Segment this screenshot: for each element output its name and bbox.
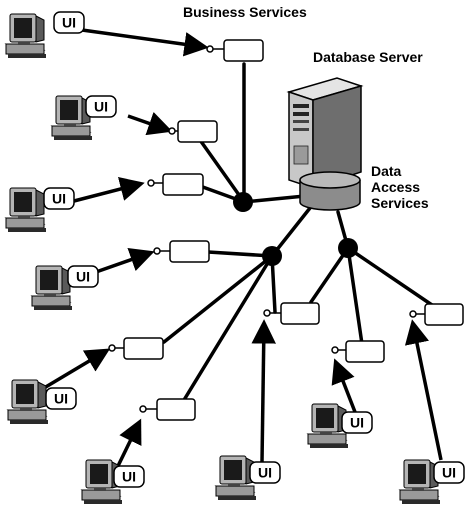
hub-3 [338,238,358,258]
client-7: UI [215,455,281,501]
database-cylinder-icon [299,171,361,211]
client-6: UI [81,459,145,505]
ui-bubble [341,411,373,434]
service-box-2 [168,120,218,143]
desktop-computer-icon [5,13,47,59]
client-workstations: UI UI UI UI UI UI UI UI UI [5,11,465,505]
data-access-services-label: Data Access Services [371,163,429,211]
ui-label: UI [52,191,66,207]
data-access-services-line-3: Services [371,195,429,211]
desktop-computer-icon [31,265,73,311]
client-4: UI [31,265,99,311]
hub-2 [262,246,282,266]
ui-label: UI [258,465,272,481]
client-8: UI [307,403,373,449]
desktop-computer-icon [5,187,47,233]
service-box-9 [409,303,464,326]
ui-bubble [433,461,465,484]
tower-server-icon [286,77,364,190]
database-server-label: Database Server [313,49,423,65]
service-box-4 [153,240,210,263]
ui-label: UI [76,269,90,285]
client-5: UI [7,379,77,425]
ui-label: UI [442,465,456,481]
client-9: UI [399,459,465,505]
ui-bubble [85,95,117,118]
network-links [162,62,434,402]
ui-label: UI [94,99,108,115]
ui-label: UI [54,391,68,407]
service-box-3 [147,173,204,196]
ui-bubble [249,461,281,484]
client-3: UI [5,187,75,233]
hub-1 [233,192,253,212]
client-1: UI [5,11,85,59]
service-box-7 [263,302,320,325]
service-box-1 [206,39,264,62]
ui-bubble [67,265,99,288]
ui-bubble [53,11,85,34]
network-hubs [233,192,358,266]
desktop-computer-icon [7,379,49,425]
business-services-label: Business Services [183,4,307,20]
service-box-8 [331,340,385,363]
client-request-arrows [43,28,443,467]
ui-label: UI [122,469,136,485]
client-2: UI [51,95,117,141]
ui-label: UI [62,15,76,31]
ui-bubble [43,187,75,210]
service-box-5 [108,337,164,360]
service-box-6 [139,398,196,421]
ui-label: UI [350,415,364,431]
data-access-services-line-2: Access [371,179,421,195]
ui-bubble [113,465,145,488]
business-service-components [108,39,464,421]
data-access-services-line-1: Data [371,163,402,179]
ui-bubble [45,387,77,410]
